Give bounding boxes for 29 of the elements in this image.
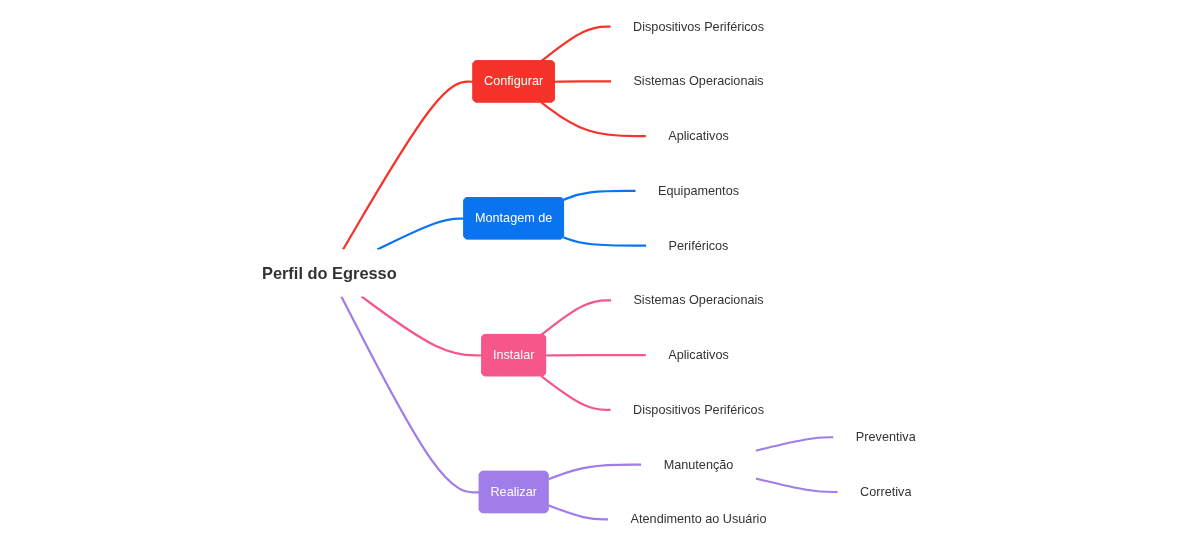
connector bbox=[755, 436, 834, 452]
connector bbox=[340, 295, 480, 494]
node-text: Sistemas Operacionais bbox=[633, 293, 764, 308]
connector bbox=[547, 463, 641, 481]
node-text: Dispositivos Periféricos bbox=[632, 19, 764, 34]
node-text: Preventiva bbox=[855, 429, 916, 445]
connector bbox=[376, 217, 464, 251]
connector bbox=[547, 504, 608, 521]
node-text: Periféricos bbox=[668, 238, 729, 253]
node-text: Corretiva bbox=[859, 484, 912, 499]
connector bbox=[562, 236, 646, 247]
node-text: Perfil do Egresso bbox=[261, 263, 397, 283]
connector bbox=[562, 189, 636, 201]
connector bbox=[554, 80, 611, 83]
connector bbox=[540, 375, 611, 411]
node-text: Dispositivos Periféricos bbox=[632, 402, 764, 417]
connector bbox=[540, 101, 646, 138]
connector bbox=[341, 80, 473, 251]
connector bbox=[545, 354, 646, 357]
node-text: Sistemas Operacionais bbox=[633, 74, 764, 89]
node-text: Aplicativos bbox=[667, 128, 729, 144]
connector bbox=[360, 295, 482, 357]
node-text: Manutenção bbox=[663, 457, 734, 472]
node-text: Equipamentos bbox=[657, 183, 739, 198]
connector bbox=[540, 25, 611, 62]
connector bbox=[755, 477, 838, 494]
node-text: Aplicativos bbox=[667, 347, 729, 363]
connector bbox=[540, 299, 611, 336]
node-text: Atendimento ao Usuário bbox=[630, 512, 767, 527]
